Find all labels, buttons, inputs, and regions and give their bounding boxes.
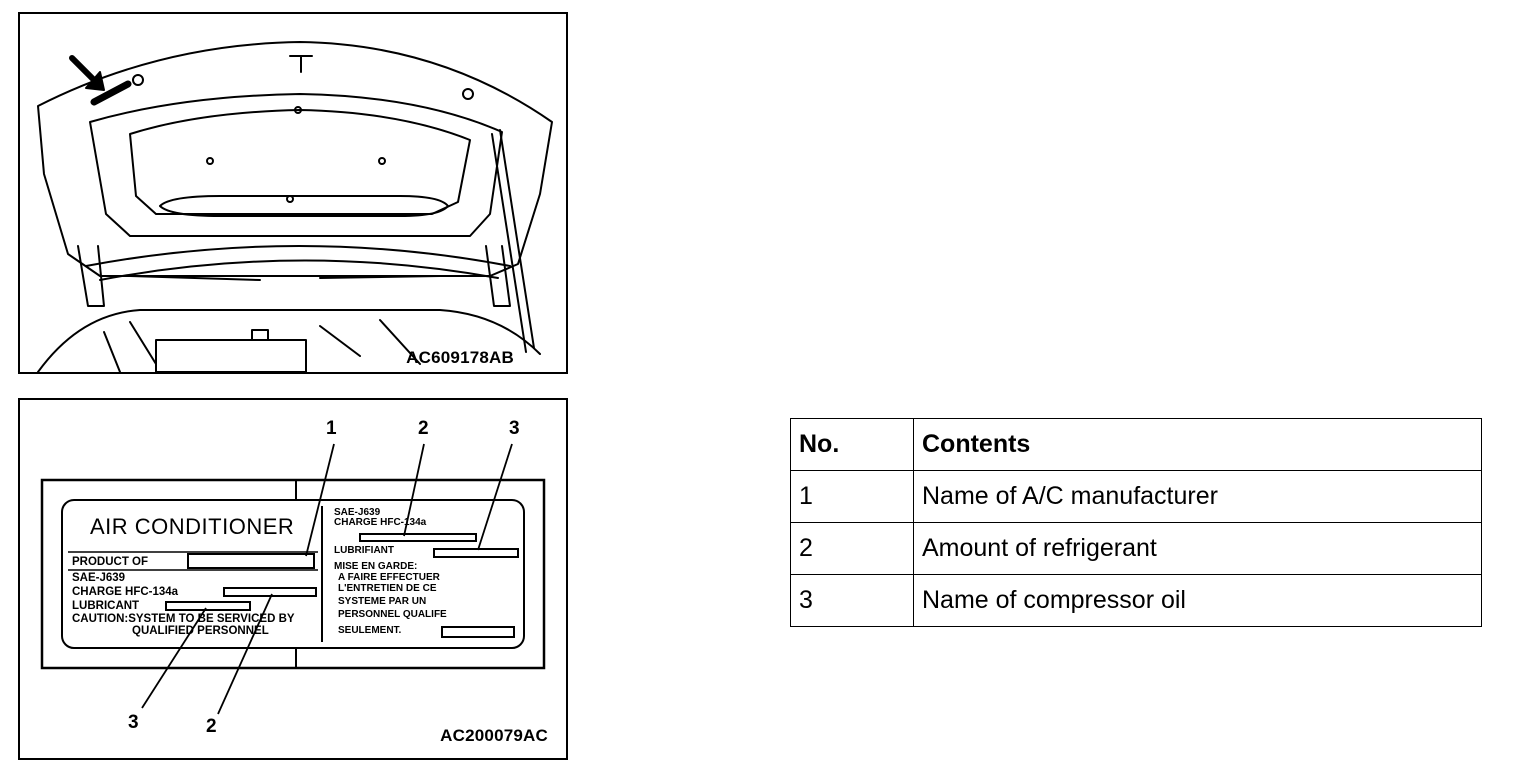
label-fr-mise-1: MISE EN GARDE: bbox=[334, 561, 418, 572]
header-contents: Contents bbox=[913, 418, 1482, 471]
table-header-row: No. Contents bbox=[790, 418, 1482, 471]
cell-contents: Name of compressor oil bbox=[913, 574, 1482, 627]
label-fr-charge: CHARGE HFC-134a bbox=[334, 517, 427, 528]
label-caution-line2: QUALIFIED PERSONNEL bbox=[132, 625, 269, 637]
hood-figure: AC609178AB bbox=[18, 12, 568, 374]
label-figure-code: AC200079AC bbox=[440, 726, 548, 745]
label-lubricant: LUBRICANT bbox=[72, 600, 140, 612]
label-caution-line1: CAUTION:SYSTEM TO BE SERVICED BY bbox=[72, 613, 295, 625]
label-title: AIR CONDITIONER bbox=[90, 514, 295, 539]
callout-2-bottom: 2 bbox=[206, 716, 217, 737]
label-product-of: PRODUCT OF bbox=[72, 556, 149, 568]
contents-table: No. Contents 1 Name of A/C manufacturer … bbox=[790, 418, 1482, 627]
hood-illustration bbox=[37, 41, 553, 372]
table-row: 3 Name of compressor oil bbox=[790, 574, 1482, 627]
ac-label-figure: 1 2 3 3 2 AIR CONDITIONER PRODUCT OF SAE… bbox=[18, 398, 568, 760]
label-fr-sae: SAE-J639 bbox=[334, 507, 381, 518]
callout-3-top: 3 bbox=[509, 418, 520, 439]
cell-contents: Amount of refrigerant bbox=[913, 522, 1482, 575]
callout-2-top: 2 bbox=[418, 418, 429, 439]
label-fr-mise-5: PERSONNEL QUALIFE bbox=[338, 609, 447, 620]
label-fr-mise-2: A FAIRE EFFECTUER bbox=[338, 572, 440, 583]
table-row: 1 Name of A/C manufacturer bbox=[790, 470, 1482, 523]
hood-figure-code: AC609178AB bbox=[406, 348, 514, 367]
callout-3-bottom: 3 bbox=[128, 712, 139, 733]
callout-1-top: 1 bbox=[326, 418, 337, 439]
header-no: No. bbox=[790, 418, 914, 471]
cell-no: 1 bbox=[790, 470, 914, 523]
cell-contents: Name of A/C manufacturer bbox=[913, 470, 1482, 523]
table-row: 2 Amount of refrigerant bbox=[790, 522, 1482, 575]
label-fr-mise-3: L'ENTRETIEN DE CE bbox=[338, 583, 437, 594]
ac-label-illustration bbox=[40, 443, 546, 715]
label-fr-mise-6: SEULEMENT. bbox=[338, 625, 402, 636]
label-charge: CHARGE HFC-134a bbox=[72, 586, 179, 598]
label-fr-mise-4: SYSTEME PAR UN bbox=[338, 596, 427, 607]
label-sae: SAE-J639 bbox=[72, 572, 126, 584]
cell-no: 3 bbox=[790, 574, 914, 627]
label-fr-lubrifiant: LUBRIFIANT bbox=[334, 545, 394, 556]
cell-no: 2 bbox=[790, 522, 914, 575]
